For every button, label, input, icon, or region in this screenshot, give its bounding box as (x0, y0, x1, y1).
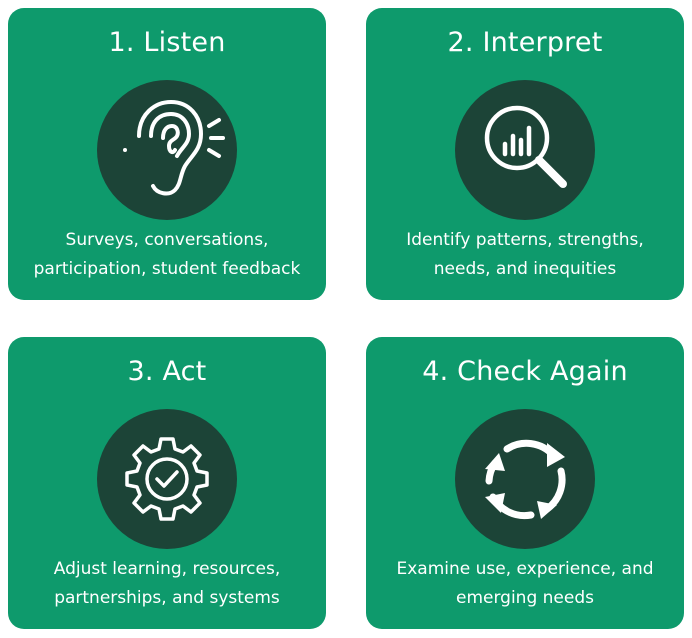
card-description-line: partnerships, and systems (54, 588, 280, 608)
card-description-line: Examine use, experience, and (396, 559, 654, 579)
card-description-line: participation, student feedback (33, 259, 301, 279)
card-title: 4. Check Again (422, 356, 628, 387)
card-description-line: Adjust learning, resources, (53, 559, 281, 579)
refresh-cycle-icon (485, 439, 566, 520)
magnifier-chart-icon (484, 105, 567, 188)
card-title: 2. Interpret (447, 27, 603, 58)
card-description: Surveys, conversations, participation, s… (14, 226, 320, 284)
card-act: 3. Act Adjust learning, resources, partn… (8, 337, 326, 629)
card-title: 1. Listen (108, 27, 226, 58)
gear-check-icon (125, 437, 209, 521)
card-description: Adjust learning, resources, partnerships… (14, 555, 320, 613)
card-description-line: Identify patterns, strengths, (406, 230, 644, 250)
ear-icon (123, 100, 225, 196)
card-description-line: emerging needs (456, 588, 594, 608)
card-title: 3. Act (127, 356, 207, 387)
card-description: Identify patterns, strengths, needs, and… (372, 226, 678, 284)
card-listen: 1. Listen Surveys, conversations, partic… (8, 8, 326, 300)
card-interpret: 2. Interpret Identify patterns, strength… (366, 8, 684, 300)
card-description-line: Surveys, conversations, (65, 230, 269, 250)
card-description: Examine use, experience, and emerging ne… (372, 555, 678, 613)
icon-circle (455, 80, 595, 220)
icon-circle (455, 409, 595, 549)
icon-circle (97, 409, 237, 549)
card-description-line: needs, and inequities (433, 259, 617, 279)
icon-circle (97, 80, 237, 220)
card-check-again: 4. Check Again Examine use, experience, … (366, 337, 684, 629)
